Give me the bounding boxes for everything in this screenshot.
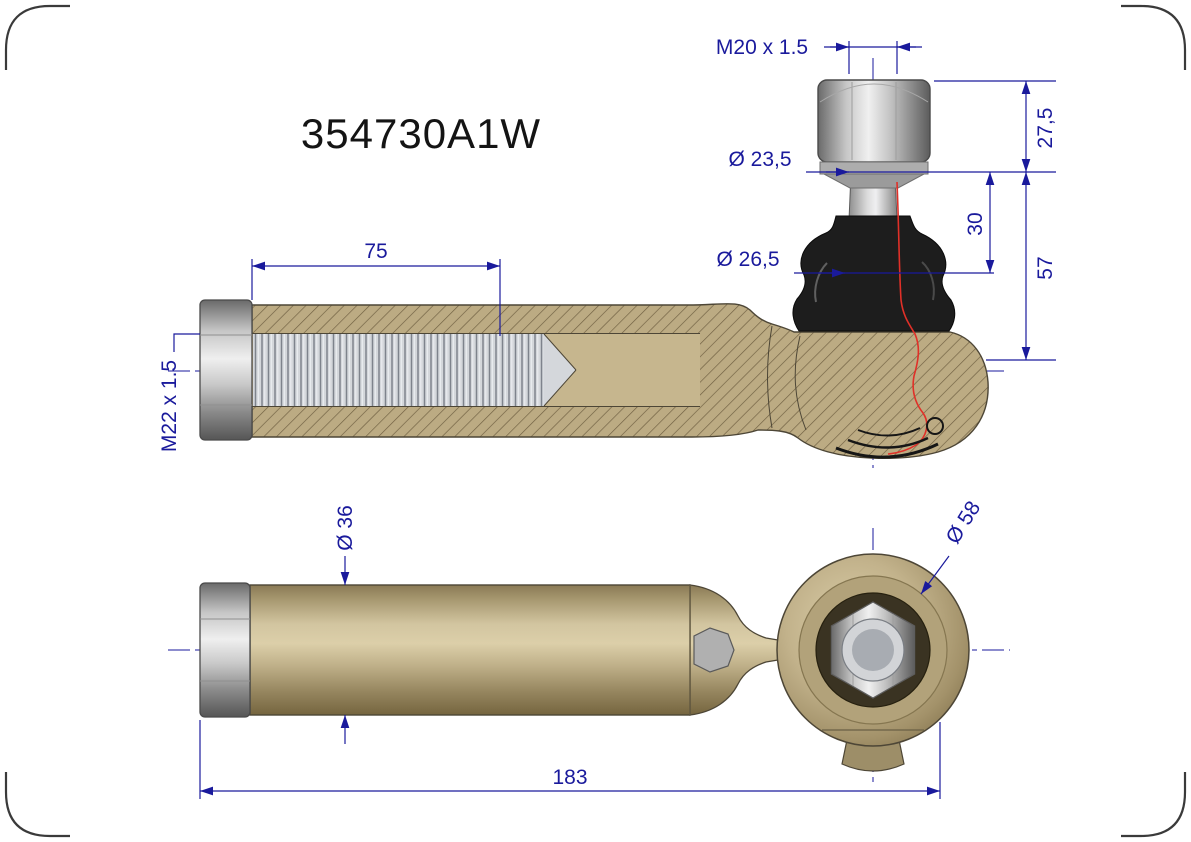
dim-stud-lower-dia: Ø 26,5 — [716, 248, 779, 271]
boot-highlight — [814, 262, 828, 303]
cone-edge-top — [543, 333, 577, 371]
boot-highlight — [921, 261, 935, 301]
part-number: 354730A1W — [301, 110, 541, 157]
photo-corner-marks — [4, 4, 1187, 838]
stud-nut-in-eye — [830, 601, 916, 699]
corner-mark-top-left — [4, 4, 70, 70]
rod-lock-nut-outside — [199, 582, 251, 718]
internal-thread — [253, 334, 544, 406]
section-contour-red — [887, 181, 928, 455]
nut-chamfer — [819, 83, 929, 103]
top-view-section: 75 M20 x 1.5 Ø 23,5 Ø 26,5 27,5 57 30 M2… — [158, 36, 1057, 468]
bottom-view-dimensions — [199, 555, 950, 799]
rod-cylinder — [249, 584, 691, 716]
dim-rod-dia: Ø 36 — [334, 505, 357, 551]
socket-wall-edge — [794, 335, 807, 431]
cone-edge-bottom — [543, 369, 577, 407]
dim-thread-length: 75 — [364, 240, 387, 263]
rod-lock-nut — [199, 299, 253, 441]
socket-retainer-rings — [835, 417, 944, 459]
dim-stud-upper-dia: Ø 23,5 — [728, 148, 791, 171]
corner-mark-bottom-right — [1121, 772, 1187, 838]
top-view-dimensions — [173, 41, 1056, 361]
dim-rod-thread: M22 x 1.5 — [158, 360, 181, 452]
leader-housing-dia — [920, 555, 950, 595]
neck-boundary — [767, 325, 773, 429]
corner-mark-top-right — [1121, 4, 1187, 70]
grease-fitting — [693, 627, 735, 673]
dim-stud-thread: M20 x 1.5 — [716, 36, 808, 59]
leader-rod-thread — [173, 333, 200, 352]
dim-nut-stack-height: 27,5 — [1034, 108, 1057, 149]
dim-housing-dia: Ø 58 — [942, 497, 986, 548]
bottom-view-outside: Ø 36 Ø 58 183 — [168, 497, 1010, 799]
washer-cone-seat — [823, 173, 925, 189]
dim-taper-height: 30 — [964, 212, 987, 235]
thread-drill-cone — [544, 334, 576, 406]
dim-stud-total-height: 57 — [1034, 256, 1057, 279]
corner-mark-bottom-left — [4, 772, 70, 838]
dim-overall-length: 183 — [552, 766, 587, 789]
retainer-ring-detail — [926, 417, 944, 435]
stud-end-center — [852, 629, 894, 671]
